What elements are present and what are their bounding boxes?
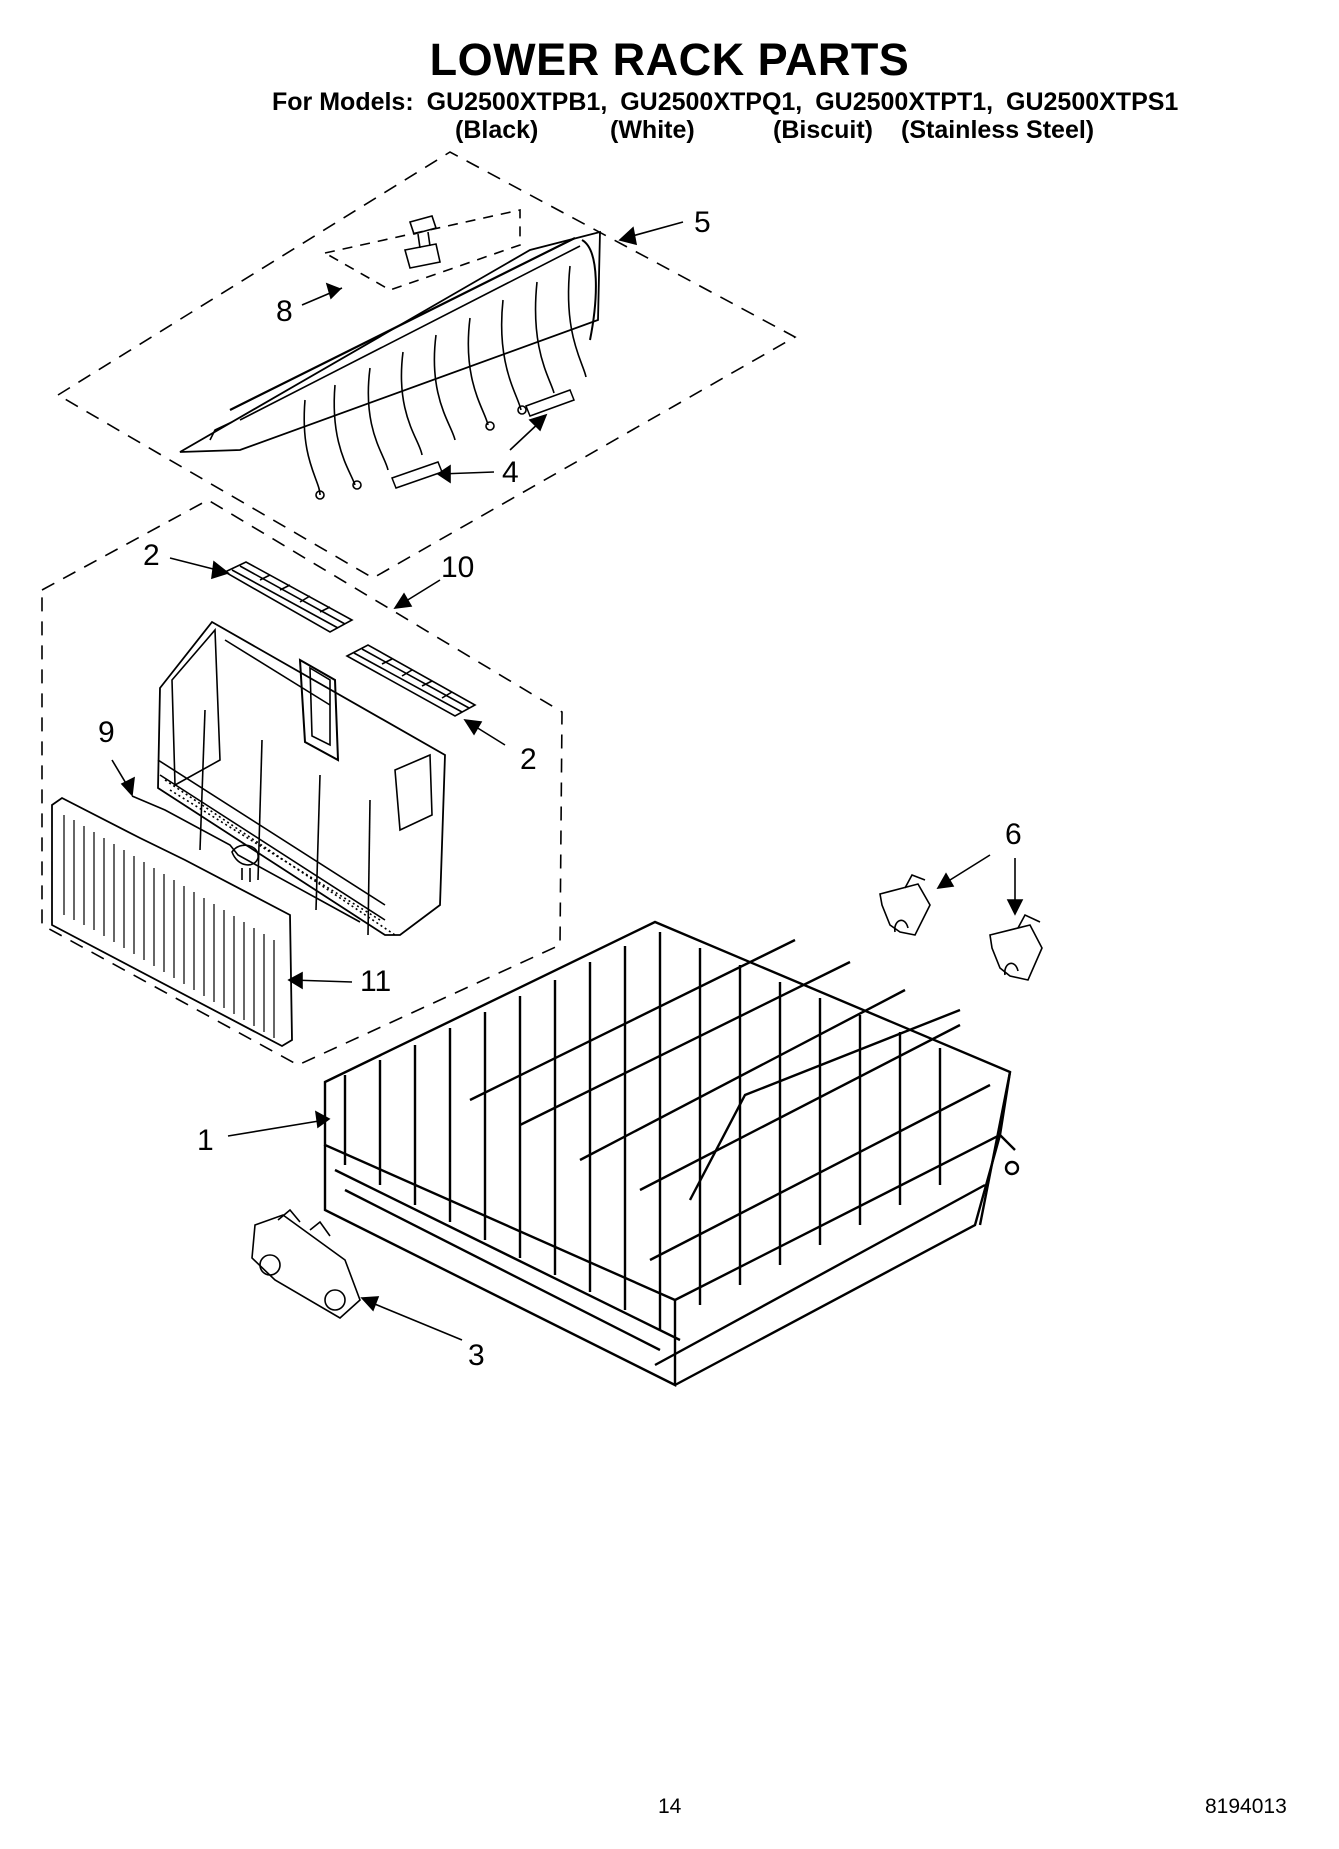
callout-3: 3 — [468, 1339, 485, 1372]
callout-4: 4 — [502, 456, 519, 489]
callout-2: 2 — [143, 539, 160, 572]
page-title: LOWER RACK PARTS — [429, 34, 910, 85]
callout-10: 10 — [441, 551, 475, 584]
pin-part — [391, 389, 575, 489]
leader-lines — [111, 221, 1024, 1341]
upper-dashed-outline — [57, 151, 797, 579]
clip-dashed-outline — [324, 209, 521, 291]
models-prefix: For Models: — [272, 88, 414, 116]
model-number: GU2500XTPS1 — [1006, 88, 1179, 116]
roller-wheel-part — [251, 1208, 361, 1319]
small-clip-part — [403, 215, 441, 269]
page-number: 14 — [658, 1795, 682, 1818]
rack-clip-part — [879, 874, 1043, 981]
handle-clip-part — [131, 795, 361, 923]
model-color-biscuit: (Biscuit) — [773, 116, 873, 144]
model-color-black: (Black) — [455, 116, 539, 144]
model-color-white: (White) — [610, 116, 695, 144]
grid-insert-part — [223, 561, 477, 717]
document-number: 8194013 — [1205, 1795, 1287, 1818]
callout-8: 8 — [276, 295, 293, 328]
model-number: GU2500XTPQ1, — [620, 88, 803, 116]
lower-wire-rack-part — [323, 920, 1020, 1387]
callout-1: 1 — [197, 1124, 214, 1157]
silverware-basket-part — [157, 620, 446, 936]
model-color-stainless-steel: (Stainless Steel) — [901, 116, 1095, 144]
callout-11: 11 — [360, 965, 392, 998]
callout-9: 9 — [98, 716, 115, 749]
divider-rack-part — [179, 230, 601, 500]
callout-6: 6 — [1005, 818, 1022, 851]
slotted-cover-part — [51, 796, 293, 1048]
callout-2: 2 — [520, 743, 537, 776]
callout-5: 5 — [694, 206, 711, 239]
model-number: GU2500XTPT1, — [815, 88, 994, 116]
model-number: GU2500XTPB1, — [426, 88, 608, 116]
models-line: For Models: GU2500XTPB1, GU2500XTPQ1, GU… — [272, 88, 1184, 117]
